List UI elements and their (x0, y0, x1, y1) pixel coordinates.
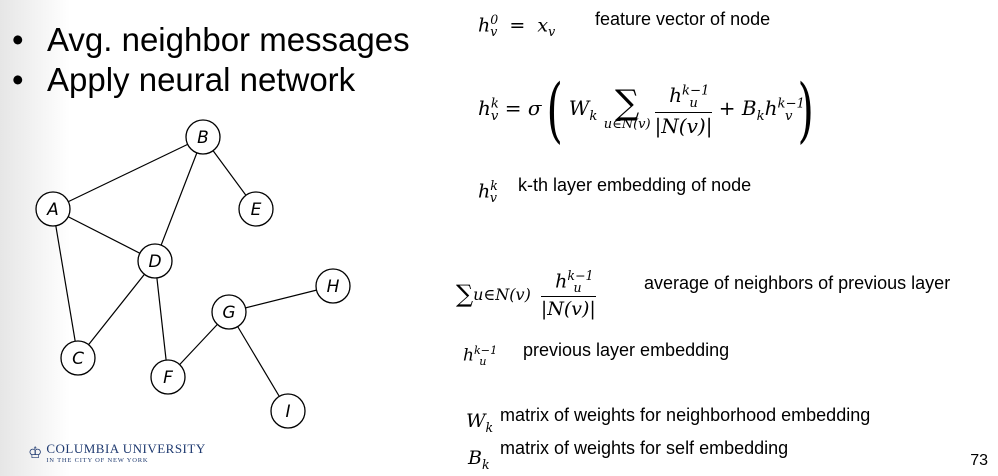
right-paren: ) (797, 69, 815, 151)
avg-description: average of neighbors of previous layer (644, 273, 951, 293)
bullet-text: Apply neural network (47, 61, 356, 98)
bullet-dot: • (12, 61, 24, 98)
bullet-dot: • (12, 21, 24, 58)
node-c: C (60, 340, 96, 376)
formula-update-rule: hkv = σ ( Wk ∑u∈N(v) hk−1u|N(v)| + Bkhk−… (478, 69, 815, 151)
node-label: D (148, 252, 161, 272)
node-label: C (72, 349, 84, 369)
bullet-text: Avg. neighbor messages (47, 21, 410, 58)
formula-h0: h0v = xv (478, 12, 556, 40)
node-label: E (251, 200, 262, 220)
node-g: G (211, 294, 247, 330)
formula-bk: Bk (468, 447, 490, 472)
node-label: F (163, 368, 173, 388)
graph-diagram: A B C D E F G H (35, 119, 351, 429)
prev-description: previous layer embedding (523, 340, 730, 360)
edge-d-f (154, 260, 169, 378)
edge-g-h (228, 285, 334, 313)
graph-edges (52, 136, 334, 412)
edge-c-d (77, 260, 156, 359)
node-label: I (285, 402, 290, 422)
page-number: 73 (970, 452, 988, 469)
edge-b-d (154, 136, 204, 262)
edge-a-d (52, 208, 156, 262)
node-h: H (315, 268, 351, 304)
node-d: D (137, 243, 173, 279)
bk-description: matrix of weights for self embedding (500, 438, 789, 458)
formula-wk: Wk (466, 410, 494, 435)
logo-subtitle: IN THE CITY OF NEW YORK (46, 457, 149, 464)
sum-operator: ∑u∈N(v) (603, 83, 651, 132)
left-paren: ( (546, 69, 564, 151)
columbia-logo: ♔ COLUMBIA UNIVERSITY IN THE CITY OF NEW… (28, 441, 206, 464)
h0-description: feature vector of node (595, 9, 771, 29)
formula-hk: hkv (478, 178, 498, 206)
node-label: B (197, 128, 209, 148)
formula-neighbor-average: ∑u∈N(v) hk−1u|N(v)| (456, 268, 596, 321)
node-b: B (185, 119, 221, 155)
node-e: E (238, 191, 274, 227)
node-i: I (270, 393, 306, 429)
hk-description: k-th layer embedding of node (518, 175, 752, 195)
bullet-item: • Avg. neighbor messages (12, 20, 410, 60)
bullet-list: • Avg. neighbor messages • Apply neural ne… (12, 20, 410, 100)
node-label: G (222, 303, 235, 323)
bullet-item: • Apply neural network (12, 60, 410, 100)
graph-nodes: A B C D E F G H (35, 119, 351, 429)
average-fraction: hk−1u|N(v)| (540, 268, 596, 321)
edge-a-c (52, 208, 79, 359)
node-a: A (35, 191, 71, 227)
logo-title: COLUMBIA UNIVERSITY (46, 441, 206, 456)
formula-prev-layer: hk−1u (463, 344, 498, 369)
edge-g-i (228, 311, 289, 412)
node-label: A (46, 200, 59, 220)
wk-description: matrix of weights for neighborhood embed… (500, 405, 871, 425)
neighbor-fraction: hk−1u|N(v)| (654, 82, 713, 138)
edge-a-b (52, 136, 204, 210)
crown-icon: ♔ (28, 444, 43, 462)
node-label: H (327, 277, 340, 297)
node-f: F (150, 359, 186, 395)
